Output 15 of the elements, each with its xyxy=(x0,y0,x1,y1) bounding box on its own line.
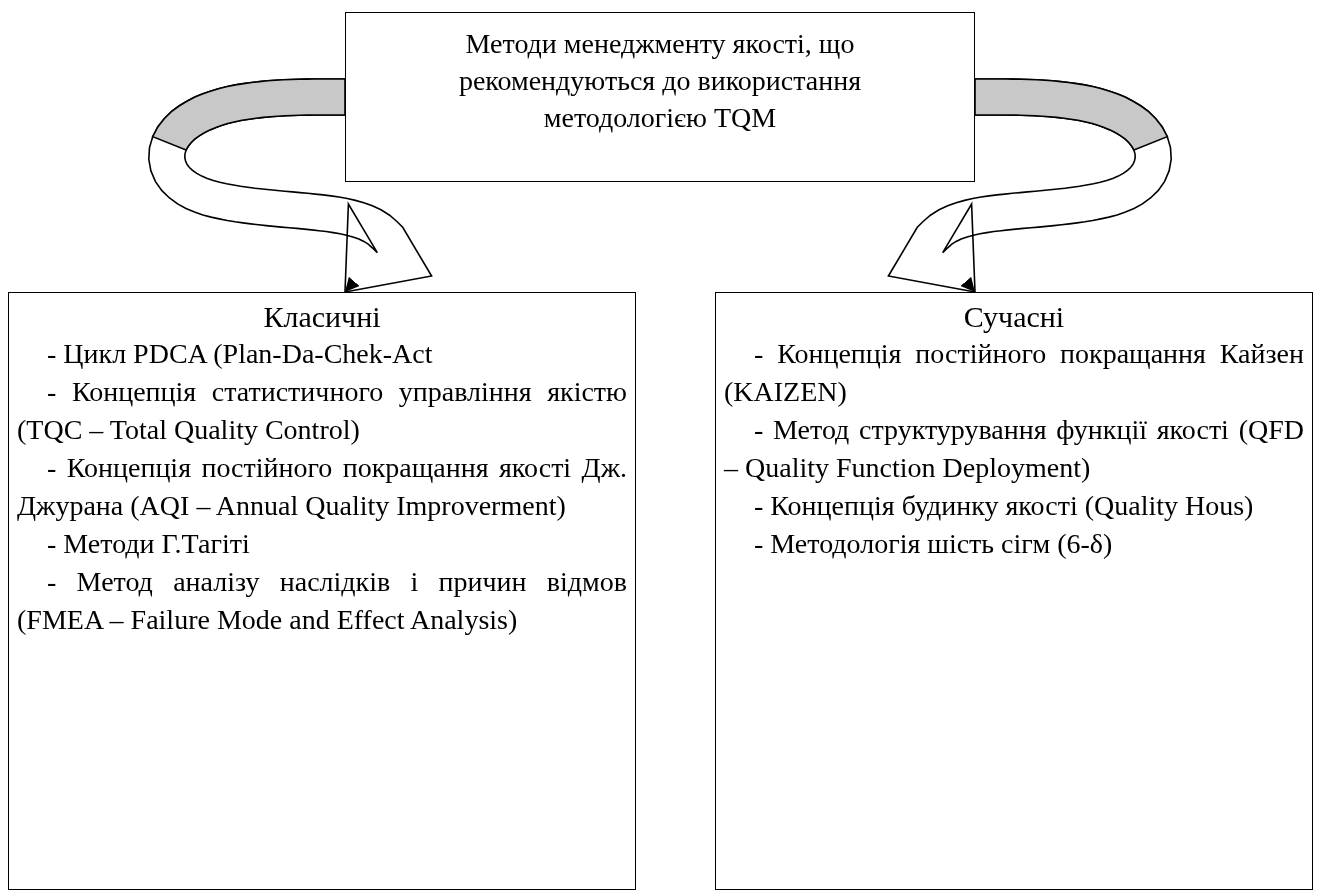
category-heading: Класичні xyxy=(262,299,382,335)
title-text: Методи менеджменту якості, що рекомендуються до використання методологією TQM xyxy=(457,27,863,135)
list-item: - Концепція постійного покращання якості Дж. Джурана (AQI – Annual Quality Improverment) xyxy=(16,451,628,523)
list-item: - Концепція будинку якості (Quality Hous) xyxy=(753,489,1255,523)
list-item: - Методологія шість сігм (6-δ) xyxy=(753,527,1114,561)
list-item: - Методи Г.Тагіті xyxy=(46,527,251,561)
list-item: - Концепція постійного покращання Кайзен (KAIZEN) xyxy=(723,337,1305,409)
category-heading: Сучасні xyxy=(962,299,1066,335)
list-item: - Метод аналізу наслідків і причин відмов (FMEA – Failure Mode and Effect Analysis) xyxy=(16,565,628,637)
category-box xyxy=(715,292,1313,890)
list-item: - Концепція статистичного управління якістю (TQC – Total Quality Control) xyxy=(16,375,628,447)
list-item: - Цикл PDCA (Plan-Da-Chek-Act xyxy=(46,337,434,371)
title-box xyxy=(345,12,975,182)
category-box xyxy=(8,292,636,890)
list-item: - Метод структурування функції якості (QFD – Quality Function Deployment) xyxy=(722,413,1305,485)
